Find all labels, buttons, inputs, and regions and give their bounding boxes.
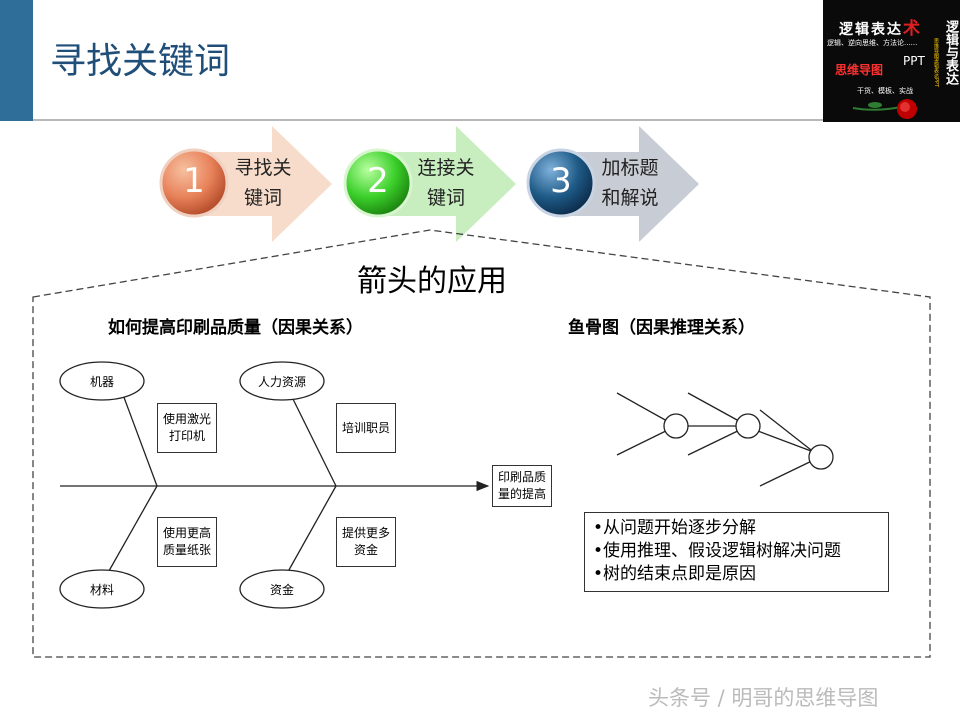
box-train-staff: 培训职员 [336,403,396,453]
bone-machine [121,391,158,487]
logo-ppt: PPT [903,54,925,68]
bullet-item: •树的结束点即是原因 [593,564,757,584]
title-underline [33,119,823,121]
box-train-text: 培训职员 [341,420,390,435]
step3-label: 加标题 和解说 [590,153,670,213]
oval-hr [239,361,325,401]
step2-circle-icon [343,148,413,218]
oval-material [59,569,145,609]
fb-node-3 [808,444,834,470]
fb-line-c1 [759,409,821,458]
step1-number: 1 [183,161,205,201]
oval-hr-label: 人力资源 [257,375,306,389]
box-paper-line1: 使用更高 [162,526,211,540]
fb-node-1 [663,413,689,439]
box-paper-line2: 质量纸张 [162,543,211,557]
box-laser-printer: 使用激光打印机 [157,403,217,453]
bone-funds [284,485,337,578]
right-heading: 鱼骨图（因果推理关系） [568,318,755,338]
logo-badge: 思维导图 [835,63,884,77]
box-funds-line1: 提供更多 [341,526,390,540]
step1-label: 寻找关 键词 [223,153,303,213]
box-laser-line2: 打印机 [168,429,205,443]
brand-logo: 逻辑表达术 逻辑、逆向思维、方法论...... 思维导图 PPT 干货、模板、实… [823,0,960,122]
section-title: 箭头的应用 [357,264,507,299]
step2-label: 连接关 键词 [406,153,486,213]
box-result-line2: 量的提高 [497,487,546,501]
step3-circle-icon [526,148,596,218]
callout-dashed-border [32,229,931,658]
logo-tagline: 干货、模板、实战 [857,87,913,95]
step3-number: 3 [550,161,572,201]
box-funds-line2: 资金 [353,543,378,557]
rose-icon [852,99,917,119]
left-heading: 如何提高印刷品质量（因果关系） [108,318,363,338]
step2-arrow-shape [380,126,516,242]
step2-number: 2 [367,161,389,201]
bone-material [104,485,158,579]
bullet-list: •从问题开始逐步分解 •使用推理、假设逻辑树解决问题 •树的结束点即是原因 [584,512,889,592]
fb-node-2 [735,413,761,439]
watermark: 头条号 / 明哥的思维导图 [648,686,879,710]
box-laser-line1: 使用激光 [162,412,211,426]
box-more-funds: 提供更多资金 [336,517,396,567]
bone-hr [289,392,337,487]
step1-arrow-shape [195,126,332,242]
step1-label-line1: 寻找关 [234,157,292,179]
logo-subtitle: 逻辑、逆向思维、方法论...... [827,39,918,47]
bullet-item: •从问题开始逐步分解 [593,518,757,538]
oval-machine-label: 机器 [89,375,114,389]
step3-label-line1: 加标题 [601,157,659,179]
logo-vertical-text: 逻辑与表达 [943,20,958,85]
step3-label-line2: 和解说 [601,187,659,209]
fb-connect-2 [757,430,812,452]
bullet-item: •使用推理、假设逻辑树解决问题 [593,541,842,561]
header-accent-bar [0,0,33,121]
oval-funds [239,569,325,609]
logo-title-accent: 术 [903,19,922,39]
logo-vertical-small: 思维导图逻辑表达PPT [933,38,939,88]
step2-label-line1: 连接关 [417,157,475,179]
step1-label-line2: 键词 [243,187,282,209]
step1-circle-icon [159,148,229,218]
oval-machine [59,361,145,401]
oval-funds-label: 资金 [269,583,294,597]
box-result-line1: 印刷品质 [497,470,546,484]
oval-material-label: 材料 [89,583,114,597]
step2-label-line2: 键词 [426,187,465,209]
box-better-paper: 使用更高质量纸张 [157,517,217,567]
logo-title: 逻辑表达 [839,22,903,38]
page-title: 寻找关键词 [50,41,231,82]
box-result: 印刷品质量的提高 [492,465,552,507]
step3-arrow-shape [563,126,699,242]
